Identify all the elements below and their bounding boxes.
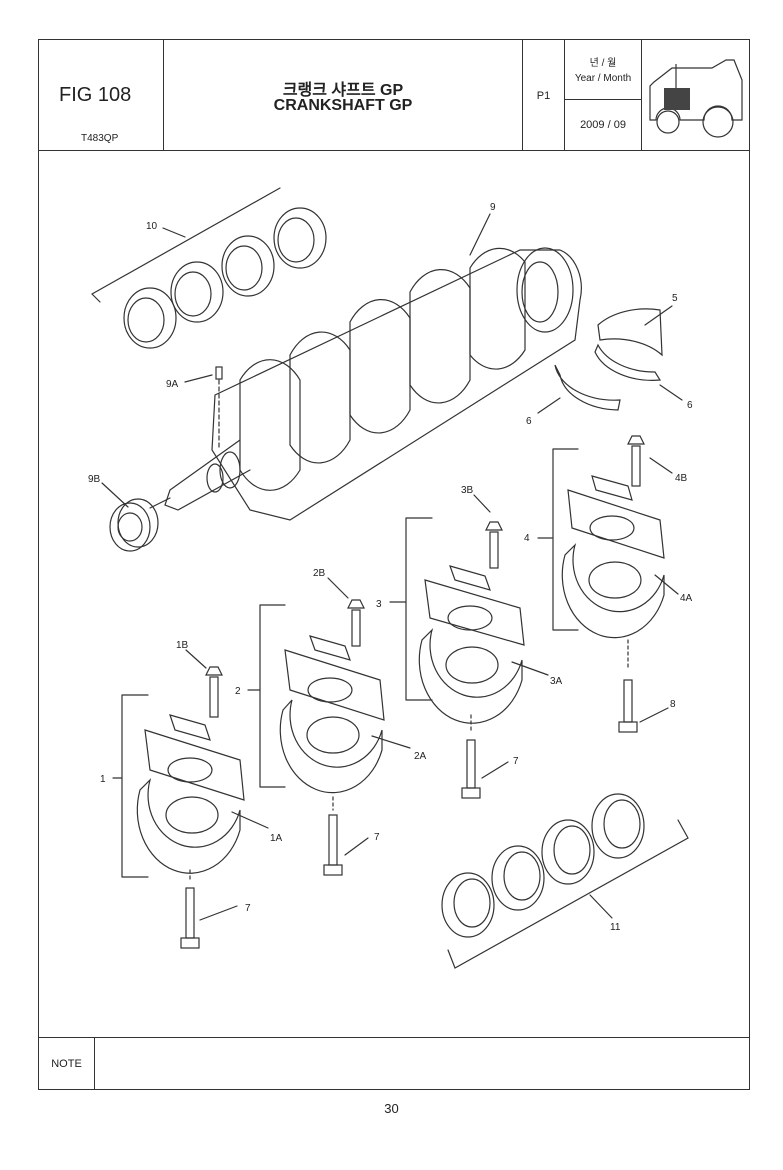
- callout-8: 8: [670, 699, 676, 710]
- note-row: NOTE: [39, 1037, 749, 1090]
- crankshaft: [149, 247, 582, 521]
- year-month-label-en: Year / Month: [574, 73, 632, 84]
- callout-1A: 1A: [270, 833, 283, 844]
- parts-sheet: FIG 108 T483QP 크랭크 샤프트 GP CRANKSHAFT GP …: [38, 39, 750, 1090]
- title-korean: 크랭크 샤프트 GP: [282, 82, 404, 99]
- bearing-cap-1: [136, 666, 245, 874]
- callout-3B: 3B: [461, 485, 474, 496]
- title-cell: 크랭크 샤프트 GP CRANKSHAFT GP: [164, 40, 523, 150]
- callout-2B: 2B: [313, 568, 326, 579]
- callout-10: 10: [146, 221, 158, 232]
- bearing-cap-3: [418, 521, 525, 724]
- callout-4: 4: [524, 533, 530, 544]
- callout-6-left: 6: [526, 416, 532, 427]
- callout-6-right: 6: [687, 400, 693, 411]
- year-month-cell: 년 / 월 Year / Month 2009 / 09: [565, 40, 642, 150]
- callout-4B: 4B: [675, 473, 688, 484]
- bearing-cap-2: [279, 599, 385, 794]
- callout-3A: 3A: [550, 676, 563, 687]
- callout-3: 3: [376, 599, 382, 610]
- callout-2: 2: [235, 686, 241, 697]
- callout-1B: 1B: [176, 640, 189, 651]
- callout-7-right: 7: [513, 756, 519, 767]
- note-label: NOTE: [39, 1038, 95, 1090]
- crank-gear: [109, 498, 159, 552]
- header: FIG 108 T483QP 크랭크 샤프트 GP CRANKSHAFT GP …: [39, 40, 749, 151]
- figure-number: FIG 108: [59, 84, 132, 106]
- callout-9: 9: [490, 202, 496, 213]
- page-number: 30: [384, 1101, 399, 1116]
- callout-7-left: 7: [245, 903, 251, 914]
- main-bearing-upper-set: [123, 207, 327, 349]
- callout-1: 1: [100, 774, 106, 785]
- callout-9B: 9B: [88, 474, 101, 485]
- page-cell: P1: [523, 40, 565, 150]
- tractor-icon-cell: [642, 40, 749, 150]
- cap-bolts: [180, 679, 638, 949]
- title-english: CRANKSHAFT GP: [273, 97, 413, 114]
- divider: [565, 99, 641, 100]
- fig-cell: FIG 108 T483QP: [39, 40, 164, 150]
- main-bearing-lower-set: [441, 793, 645, 938]
- callout-9A: 9A: [166, 379, 179, 390]
- callout-2A: 2A: [414, 751, 427, 762]
- year-month-label-ko: 년 / 월: [589, 58, 617, 69]
- page-id: P1: [536, 90, 551, 102]
- tractor-icon: [649, 59, 743, 138]
- callout-5: 5: [672, 293, 678, 304]
- callout-labels: 10 9 5 6 6 9A 9B 3B 4B 4 4A 2B 3 1B 2 3A…: [88, 202, 693, 933]
- callout-4A: 4A: [680, 593, 693, 604]
- bearing-cap-4: [561, 435, 665, 639]
- callout-7-middle: 7: [374, 832, 380, 843]
- callout-11: 11: [610, 922, 621, 933]
- year-month-value: 2009 / 09: [580, 119, 626, 131]
- model-code: T483QP: [81, 133, 119, 144]
